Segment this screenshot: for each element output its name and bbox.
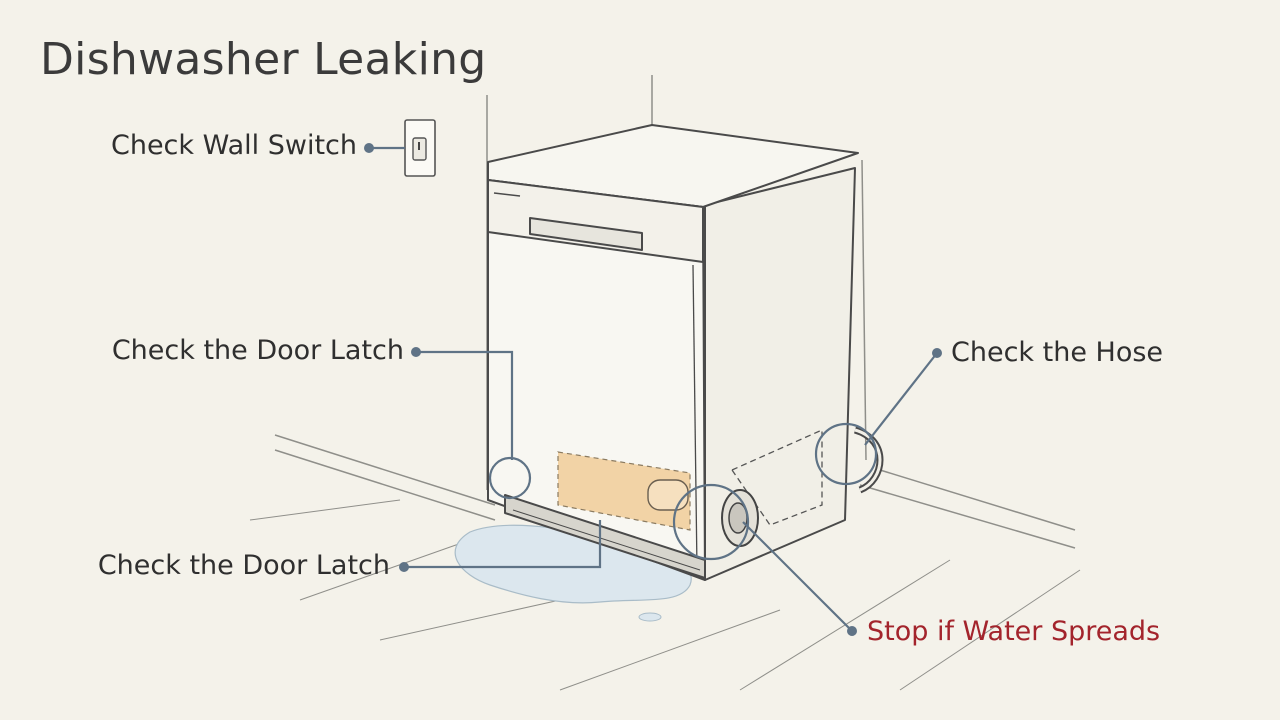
callout-check-door-latch-upper: Check the Door Latch — [111, 335, 404, 366]
room-lines — [249, 75, 1081, 691]
dishwasher — [487, 124, 859, 581]
callout-check-wall-switch: Check Wall Switch — [110, 130, 357, 161]
drain-fitting — [721, 489, 759, 547]
callout-check-door-latch-lower: Check the Door Latch — [97, 550, 390, 581]
callout-leaders — [371, 146, 938, 632]
callout-check-hose: Check the Hose — [951, 337, 1164, 368]
leak-area-highlight — [557, 451, 691, 531]
wall-switch-plate — [404, 119, 436, 177]
callout-stop-if-water-spreads: Stop if Water Spreads — [867, 616, 1161, 647]
diagram-title: Dishwasher Leaking — [40, 34, 487, 85]
callout-dots — [364, 143, 942, 636]
